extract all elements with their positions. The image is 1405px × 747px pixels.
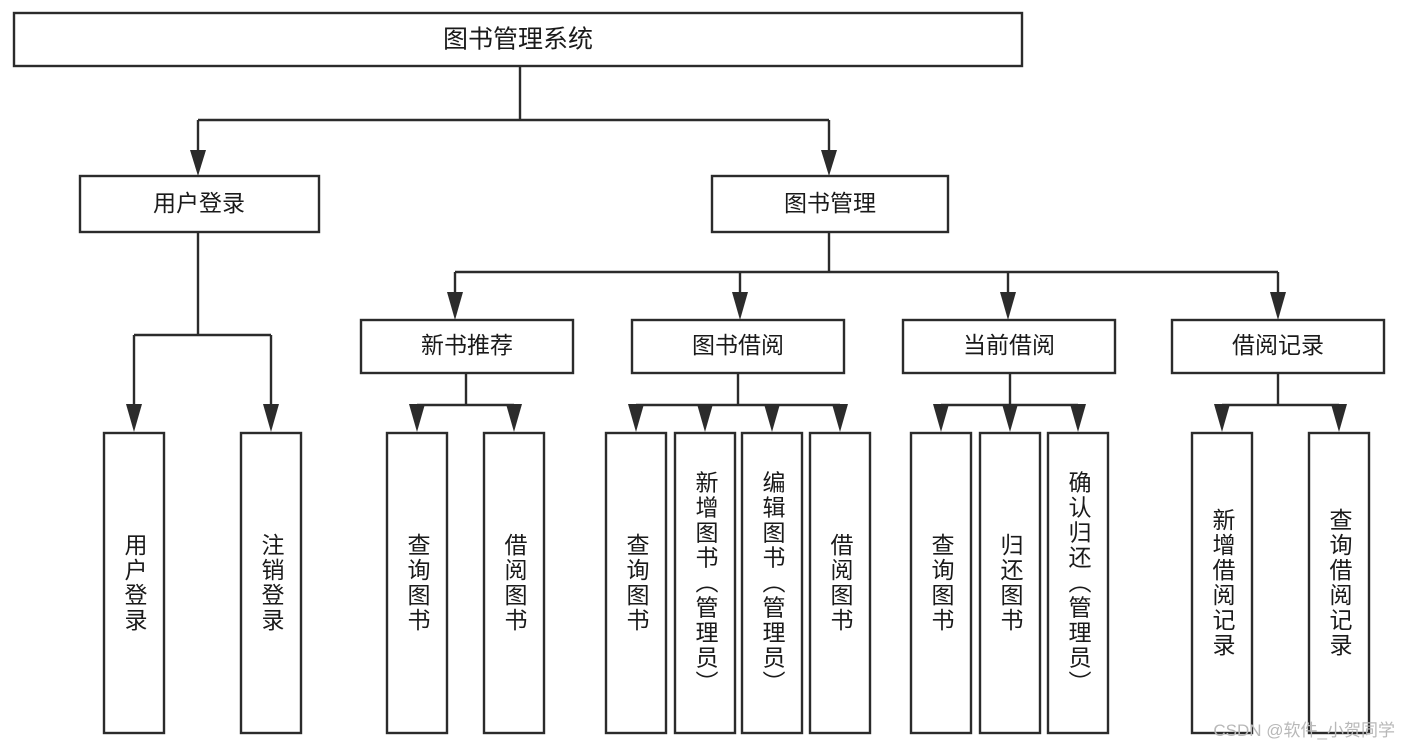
arrow-head-current-borrow <box>1000 292 1016 320</box>
leaf-label: 借阅图书 <box>827 533 854 633</box>
leaf-node-return-book[interactable]: 归还图书 <box>978 431 1042 735</box>
arrow-head-leaf-borrow-book-2 <box>832 404 848 432</box>
leaf-label: 确认归还（管理员） <box>1065 471 1092 696</box>
leaf-node-query-borrow-record[interactable]: 查询借阅记录 <box>1307 431 1371 735</box>
leaf-box[interactable] <box>239 431 303 735</box>
leaf-node-add-book-admin[interactable]: 新增图书（管理员） <box>673 431 737 735</box>
node-borrow-record[interactable]: 借阅记录 <box>1170 318 1386 375</box>
root-label: 图书管理系统 <box>443 26 593 54</box>
leaf-node-user-login[interactable]: 用户登录 <box>102 431 166 735</box>
connector-layer <box>126 66 1347 432</box>
node-book-management[interactable]: 图书管理 <box>710 174 950 234</box>
node-new-book-recommend[interactable]: 新书推荐 <box>359 318 575 375</box>
arrow-head-leaf-confirm-return <box>1070 404 1086 432</box>
leaf-label: 编辑图书（管理员） <box>759 471 786 696</box>
arrow-head-leaf-query-book-2 <box>628 404 644 432</box>
leaf-label: 注销登录 <box>258 533 285 633</box>
arrow-head-leaf-query-record <box>1331 404 1347 432</box>
leaf-label: 查询图书 <box>928 533 955 633</box>
arrow-head-leaf-add-record <box>1214 404 1230 432</box>
arrow-head-user-login <box>190 150 206 176</box>
arrow-head-book-borrow <box>732 292 748 320</box>
leaf-box[interactable] <box>1046 431 1110 735</box>
leaf-node-confirm-return-admin[interactable]: 确认归还（管理员） <box>1046 431 1110 735</box>
leaf-node-edit-book-admin[interactable]: 编辑图书（管理员） <box>740 431 804 735</box>
leaf-node-add-borrow-record[interactable]: 新增借阅记录 <box>1190 431 1254 735</box>
node-book-borrow[interactable]: 图书借阅 <box>630 318 846 375</box>
leaf-box[interactable] <box>604 431 668 735</box>
leaf-box[interactable] <box>102 431 166 735</box>
leaf-label: 新增图书（管理员） <box>692 471 719 696</box>
leaf-label: 查询图书 <box>623 533 650 633</box>
node-current-borrow[interactable]: 当前借阅 <box>901 318 1117 375</box>
leaf-label: 查询图书 <box>404 533 431 633</box>
new-book-recommend-label: 新书推荐 <box>421 332 513 358</box>
user-login-label: 用户登录 <box>153 190 245 216</box>
arrow-head-new-book-rec <box>447 292 463 320</box>
arrow-head-borrow-record <box>1270 292 1286 320</box>
leaf-node-query-book-rec[interactable]: 查询图书 <box>385 431 449 735</box>
arrow-head-leaf-query-book-1 <box>409 404 425 432</box>
book-management-label: 图书管理 <box>784 190 876 216</box>
leaf-node-query-book-borrow[interactable]: 查询图书 <box>604 431 668 735</box>
node-root-system[interactable]: 图书管理系统 <box>12 11 1024 68</box>
current-borrow-label: 当前借阅 <box>963 332 1055 358</box>
node-user-login[interactable]: 用户登录 <box>78 174 321 234</box>
leaf-box[interactable] <box>1307 431 1371 735</box>
leaf-box[interactable] <box>385 431 449 735</box>
arrow-head-leaf-query-book-3 <box>933 404 949 432</box>
book-borrow-label: 图书借阅 <box>692 332 784 358</box>
arrow-head-book-mgmt <box>821 150 837 176</box>
arrow-head-leaf-return-book <box>1002 404 1018 432</box>
leaf-label: 归还图书 <box>997 533 1024 633</box>
borrow-record-label: 借阅记录 <box>1232 332 1324 358</box>
leaf-box[interactable] <box>978 431 1042 735</box>
leaf-node-borrow-book-borrow[interactable]: 借阅图书 <box>808 431 872 735</box>
leaf-box[interactable] <box>808 431 872 735</box>
borrow-record-box[interactable] <box>1170 318 1386 375</box>
leaf-node-query-book-current[interactable]: 查询图书 <box>909 431 973 735</box>
leaf-label: 用户登录 <box>121 533 148 633</box>
root-box[interactable] <box>12 11 1024 68</box>
leaf-box[interactable] <box>909 431 973 735</box>
current-borrow-box[interactable] <box>901 318 1117 375</box>
book-borrow-box[interactable] <box>630 318 846 375</box>
leaf-label: 借阅图书 <box>501 533 528 633</box>
arrow-head-leaf-add-book <box>697 404 713 432</box>
leaf-box[interactable] <box>740 431 804 735</box>
arrow-head-leaf-logout <box>263 404 279 432</box>
leaf-box[interactable] <box>1190 431 1254 735</box>
arrow-head-leaf-edit-book <box>764 404 780 432</box>
user-login-box[interactable] <box>78 174 321 234</box>
new-book-recommend-box[interactable] <box>359 318 575 375</box>
leaf-box[interactable] <box>482 431 546 735</box>
arrow-head-leaf-borrow-book-1 <box>506 404 522 432</box>
arrow-head-leaf-user-login <box>126 404 142 432</box>
leaf-node-borrow-book-rec[interactable]: 借阅图书 <box>482 431 546 735</box>
leaf-label: 查询借阅记录 <box>1326 508 1353 658</box>
leaf-box[interactable] <box>673 431 737 735</box>
csdn-watermark: CSDN @软件_小贺同学 <box>1213 721 1395 740</box>
leaf-label: 新增借阅记录 <box>1209 508 1236 658</box>
book-management-box[interactable] <box>710 174 950 234</box>
leaf-node-logout[interactable]: 注销登录 <box>239 431 303 735</box>
